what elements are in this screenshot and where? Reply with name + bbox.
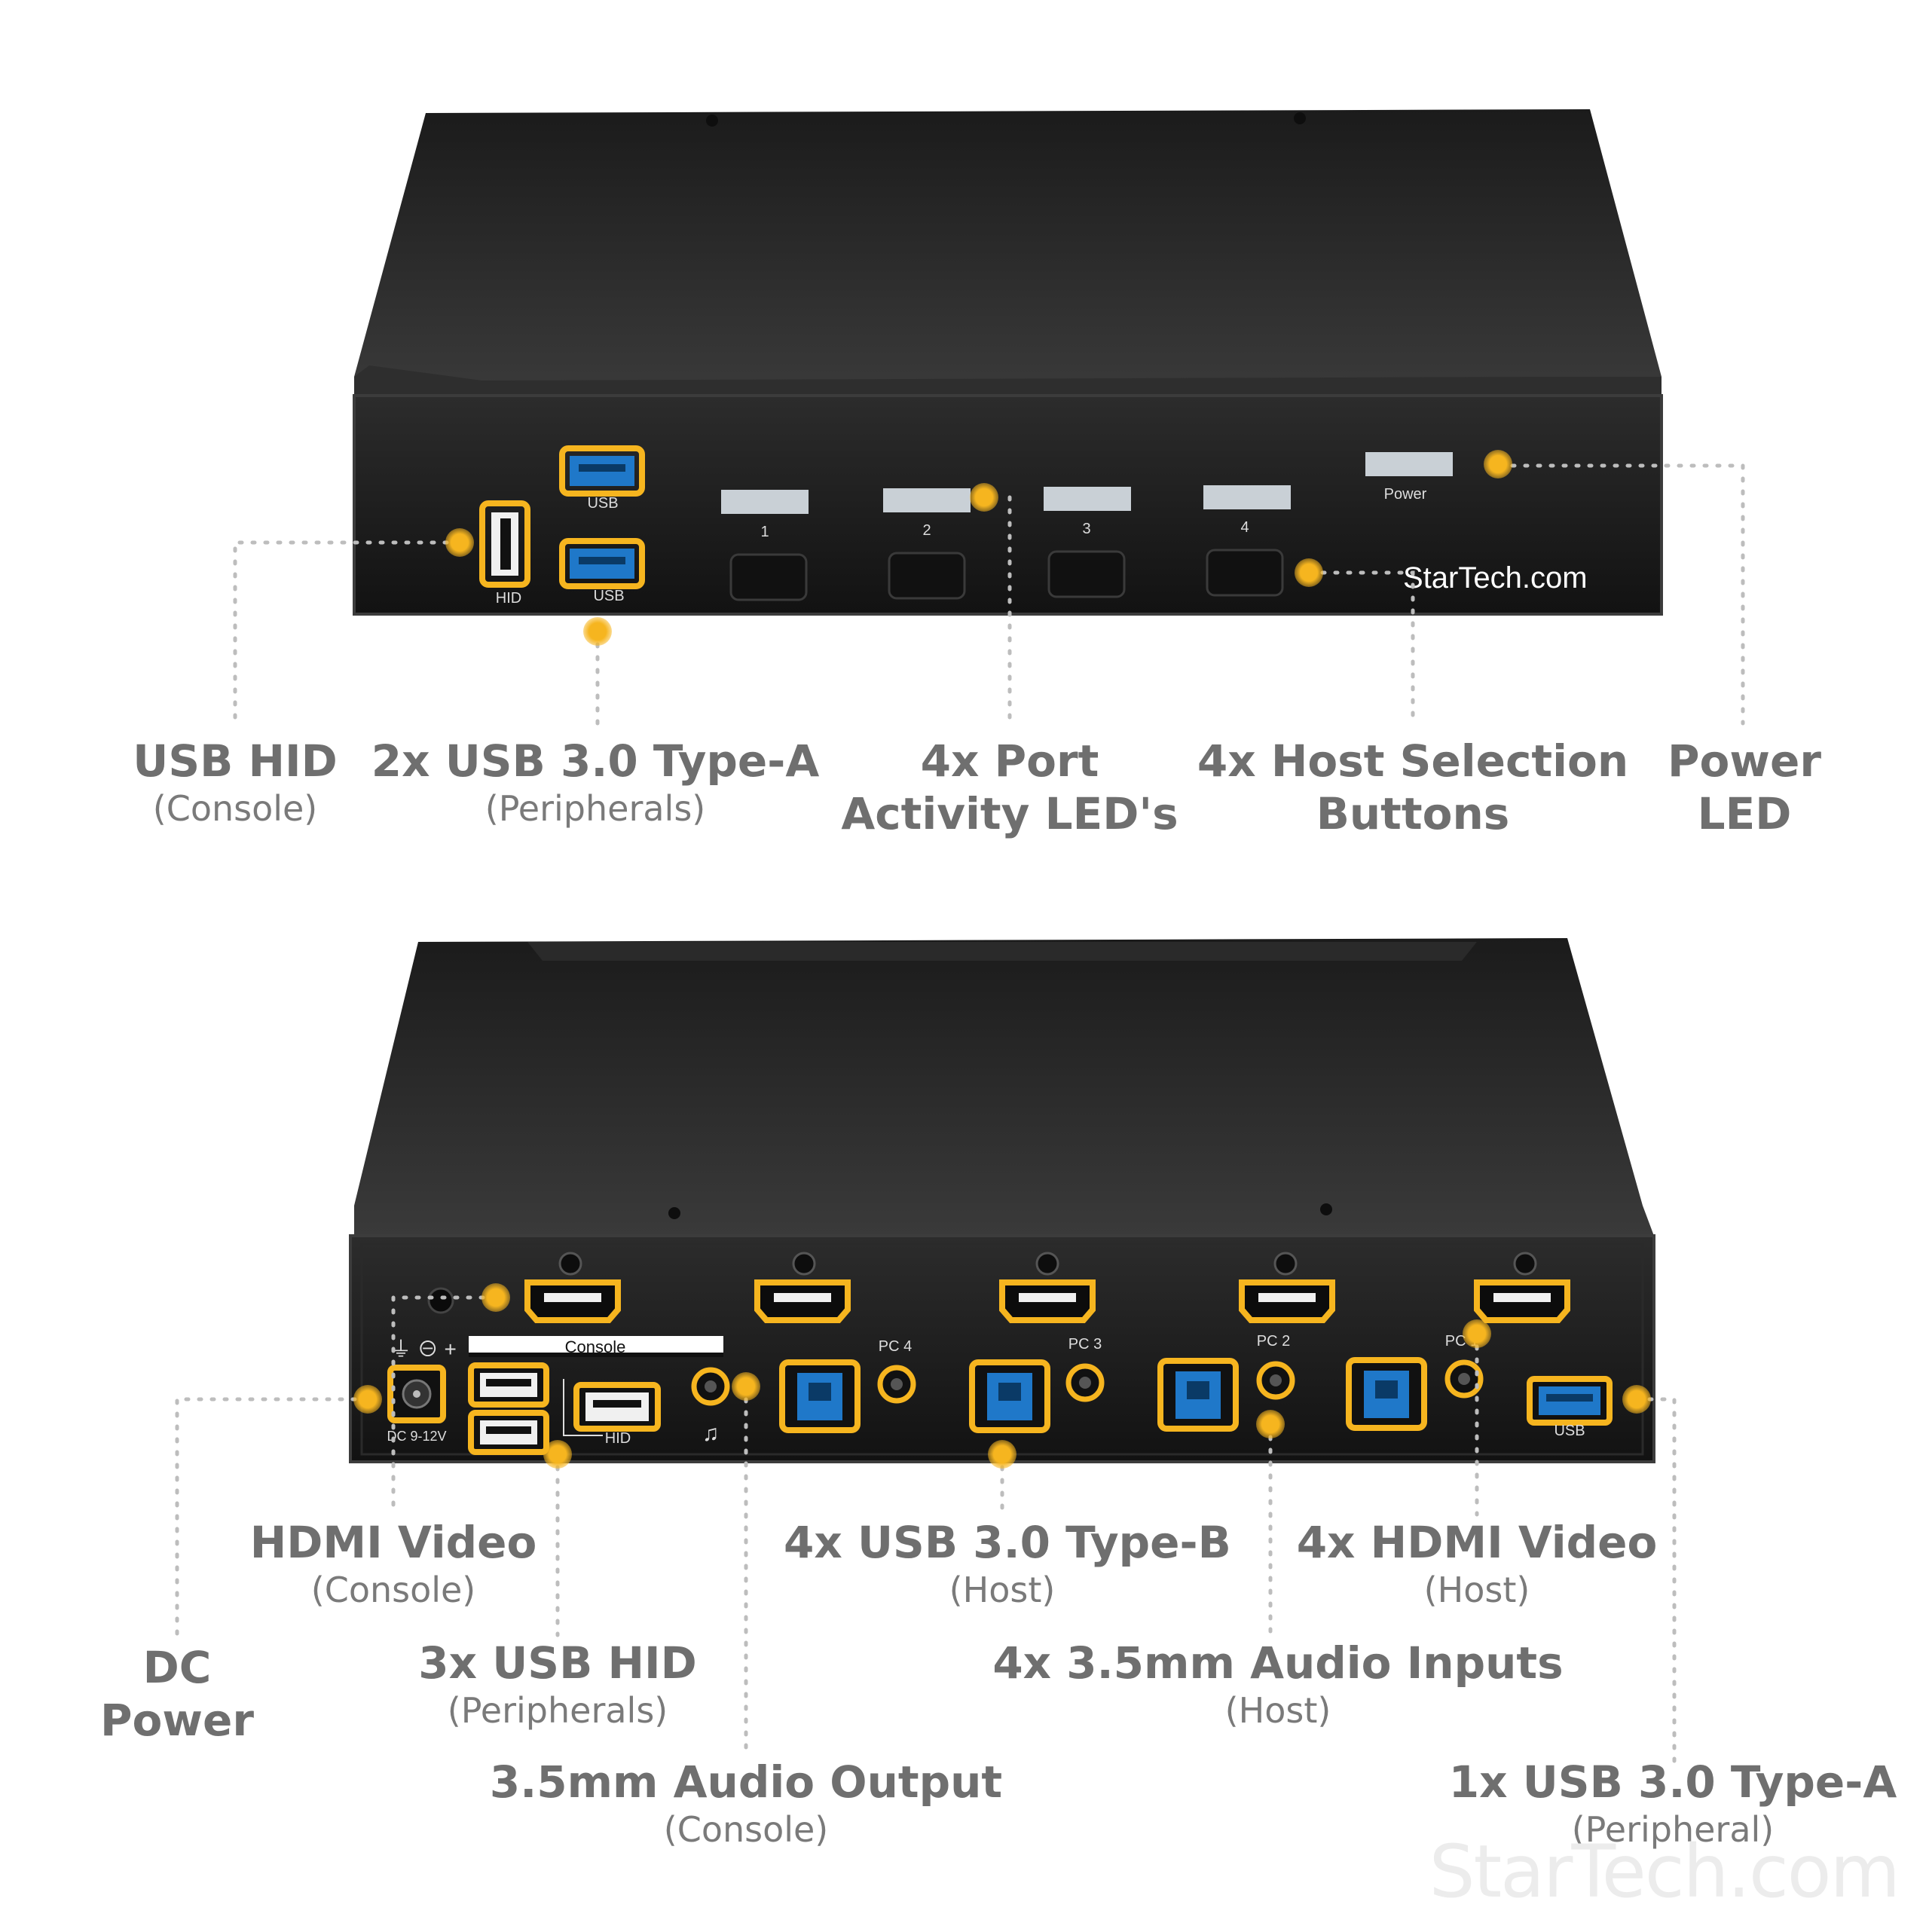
rear-unit: Console ⏚ ⊖ + DC 9-12V HID ♫ PC 4 [349, 938, 1655, 1463]
callout-audio-output-subtitle: (Console) [663, 1809, 829, 1850]
marker-usb-hid [445, 528, 474, 557]
pc3-label: PC 3 [1068, 1336, 1102, 1353]
callout-usb3-typea: 2x USB 3.0 Type-A (Peripherals) [362, 735, 829, 830]
pc4-label: PC 4 [879, 1338, 912, 1355]
callout-audio-inputs-title: 4x 3.5mm Audio Inputs [992, 1637, 1564, 1689]
callout-dc-power-line2: Power [100, 1695, 254, 1746]
callout-hdmi-console-title: HDMI Video [249, 1517, 537, 1568]
front-usb-port-2 [559, 538, 645, 589]
callout-usb-hid-periph-title: 3x USB HID [418, 1637, 697, 1689]
callout-power-led-line2: LED [1697, 788, 1792, 839]
callout-host-buttons-line1: 4x Host Selection [1197, 735, 1629, 787]
callout-usb-typea-periph: 1x USB 3.0 Type-A (Peripheral) [1447, 1756, 1899, 1851]
marker-hdmi-host [1463, 1319, 1491, 1348]
marker-usb3-front [583, 617, 612, 646]
marker-usb-typeb [988, 1440, 1016, 1469]
port-number-3: 3 [1082, 521, 1090, 537]
port-led-2 [883, 488, 971, 512]
callout-dc-power-line1: DC [142, 1642, 212, 1693]
callout-hdmi-host: 4x HDMI Video (Host) [1296, 1516, 1658, 1611]
callout-hdmi-host-title: 4x HDMI Video [1296, 1517, 1658, 1568]
marker-host-buttons [1295, 558, 1323, 587]
callout-power-led: Power LED [1635, 735, 1854, 840]
marker-hdmi-console [481, 1283, 510, 1312]
callout-hdmi-console: HDMI Video (Console) [235, 1516, 552, 1611]
host-button-4 [1206, 549, 1284, 597]
callout-usb-hid-periph: 3x USB HID (Peripherals) [407, 1637, 708, 1732]
callout-port-leds-line1: 4x Port [920, 735, 1099, 787]
console-label: Console [565, 1337, 626, 1356]
front-hid-port [479, 500, 530, 588]
callout-usb-typeb: 4x USB 3.0 Type-B (Host) [784, 1516, 1231, 1611]
callout-port-leds: 4x Port Activity LED's [836, 735, 1183, 840]
callout-power-led-line1: Power [1668, 735, 1821, 787]
pc4-group: PC 4 [779, 1338, 916, 1433]
rear-callout-markers [353, 1283, 1651, 1469]
front-unit-top [354, 109, 1662, 396]
port-number-4: 4 [1240, 519, 1249, 536]
callout-port-leds-line2: Activity LED's [841, 788, 1178, 839]
pc1-group: PC 1 [1346, 1333, 1484, 1431]
callout-hdmi-host-subtitle: (Host) [1423, 1570, 1530, 1610]
pc2-group: PC 2 [1157, 1333, 1295, 1432]
callout-audio-output: 3.5mm Audio Output (Console) [482, 1756, 1010, 1851]
marker-usb-typea-rear [1622, 1385, 1651, 1414]
callout-usb-typeb-title: 4x USB 3.0 Type-B [784, 1517, 1231, 1568]
callout-usb-typeb-subtitle: (Host) [949, 1570, 1056, 1610]
callout-host-buttons: 4x Host Selection Buttons [1194, 735, 1631, 840]
pc2-label: PC 2 [1257, 1333, 1290, 1350]
callout-usb-hid-subtitle: (Console) [152, 788, 318, 829]
port-led-3 [1044, 487, 1131, 511]
front-usb-label-2: USB [593, 588, 624, 604]
front-usb-port-1 [559, 445, 645, 497]
host-button-2 [888, 552, 966, 600]
startech-watermark: StarTech.com [1429, 1830, 1900, 1914]
callout-usb-hid: USB HID (Console) [122, 735, 348, 830]
host-button-1 [729, 553, 808, 601]
marker-dc-power [353, 1385, 382, 1414]
callout-dc-power: DC Power [90, 1641, 264, 1747]
power-label: Power [1384, 486, 1427, 503]
front-callout-markers [445, 450, 1512, 646]
front-callout-lines [233, 463, 1745, 726]
callout-audio-inputs: 4x 3.5mm Audio Inputs (Host) [992, 1637, 1564, 1732]
port-number-1: 1 [760, 524, 769, 540]
marker-audio-output [732, 1372, 760, 1401]
front-unit: HID USB USB 1 2 3 4 Power StarTech.com [353, 109, 1663, 616]
startech-logo: StarTech.com [1403, 561, 1588, 595]
port-led-1 [721, 490, 809, 514]
callout-audio-output-title: 3.5mm Audio Output [489, 1756, 1003, 1808]
callout-usb-typea-periph-subtitle: (Peripheral) [1571, 1809, 1775, 1850]
front-hid-label: HID [496, 590, 521, 607]
port-number-2: 2 [922, 522, 931, 539]
dc-label: DC 9-12V [387, 1429, 446, 1444]
callout-usb3-typea-subtitle: (Peripherals) [485, 788, 706, 829]
callout-hdmi-console-subtitle: (Console) [310, 1570, 476, 1610]
callout-usb-hid-periph-subtitle: (Peripherals) [447, 1690, 668, 1731]
marker-port-leds [970, 483, 998, 512]
callout-host-buttons-line2: Buttons [1316, 788, 1510, 839]
callout-usb-hid-title: USB HID [133, 735, 338, 787]
port-led-4 [1203, 485, 1291, 509]
front-usb-label-1: USB [587, 495, 618, 512]
headphone-icon: ♫ [702, 1421, 720, 1446]
marker-usb-hid-rear [543, 1440, 572, 1469]
callout-usb3-typea-title: 2x USB 3.0 Type-A [371, 735, 820, 787]
marker-audio-inputs [1256, 1410, 1285, 1438]
callout-usb-typea-periph-title: 1x USB 3.0 Type-A [1448, 1756, 1897, 1808]
marker-power-led [1484, 450, 1512, 478]
rear-hid-label: HID [605, 1430, 631, 1447]
dc-polarity-symbol: ⏚ ⊖ + [390, 1337, 457, 1361]
rear-usb-label: USB [1554, 1423, 1585, 1439]
callout-audio-inputs-subtitle: (Host) [1224, 1690, 1331, 1731]
pc3-group: PC 3 [969, 1336, 1105, 1433]
rear-unit-top [354, 938, 1654, 1236]
power-led [1365, 452, 1453, 476]
host-button-3 [1047, 550, 1126, 598]
